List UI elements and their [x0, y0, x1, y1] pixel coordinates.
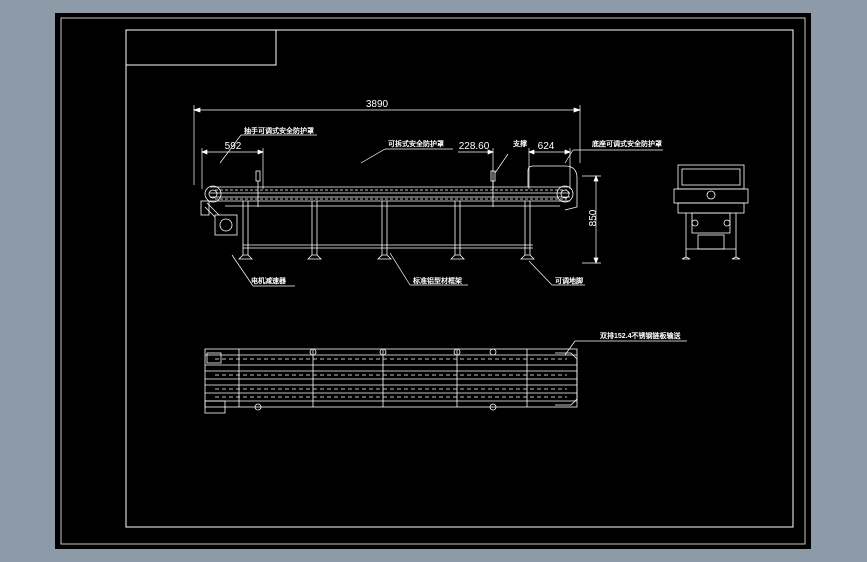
dim-overall	[192, 105, 582, 185]
dim-overall-text: 3890	[366, 99, 389, 110]
label-motor: 电机减速器	[251, 276, 287, 285]
dim-height-text: 850	[588, 209, 599, 226]
side-view	[200, 165, 578, 260]
dim-guard-gap	[458, 148, 530, 189]
label-feet: 可调地脚	[555, 276, 583, 285]
label-right-guard: 底座可调式安全防护罩	[592, 139, 662, 148]
dim-left-end	[201, 148, 264, 189]
label-left-guard: 抽手可调式安全防护罩	[244, 126, 314, 135]
dim-right-end-text: 624	[538, 141, 555, 152]
inner-border	[125, 29, 794, 528]
end-view	[673, 164, 749, 260]
label-frame: 标准铝型材框架	[412, 276, 462, 285]
label-support: 支撑	[512, 139, 527, 148]
dim-left-end-text: 592	[225, 141, 242, 152]
label-top-view: 双排152.4不锈钢链板输送	[600, 331, 682, 340]
drawing-sheet: 3890 592 228.60 624 850	[55, 13, 811, 549]
top-view	[204, 348, 578, 414]
title-block	[125, 29, 277, 66]
dim-guard-gap-text: 228.60	[459, 141, 490, 152]
dim-right-end	[528, 148, 571, 189]
label-middle-guard: 可拆式安全防护罩	[388, 139, 444, 148]
outer-border	[60, 17, 806, 545]
conveyor-drawing: 3890 592 228.60 624 850	[60, 17, 806, 545]
dim-height	[582, 175, 601, 264]
